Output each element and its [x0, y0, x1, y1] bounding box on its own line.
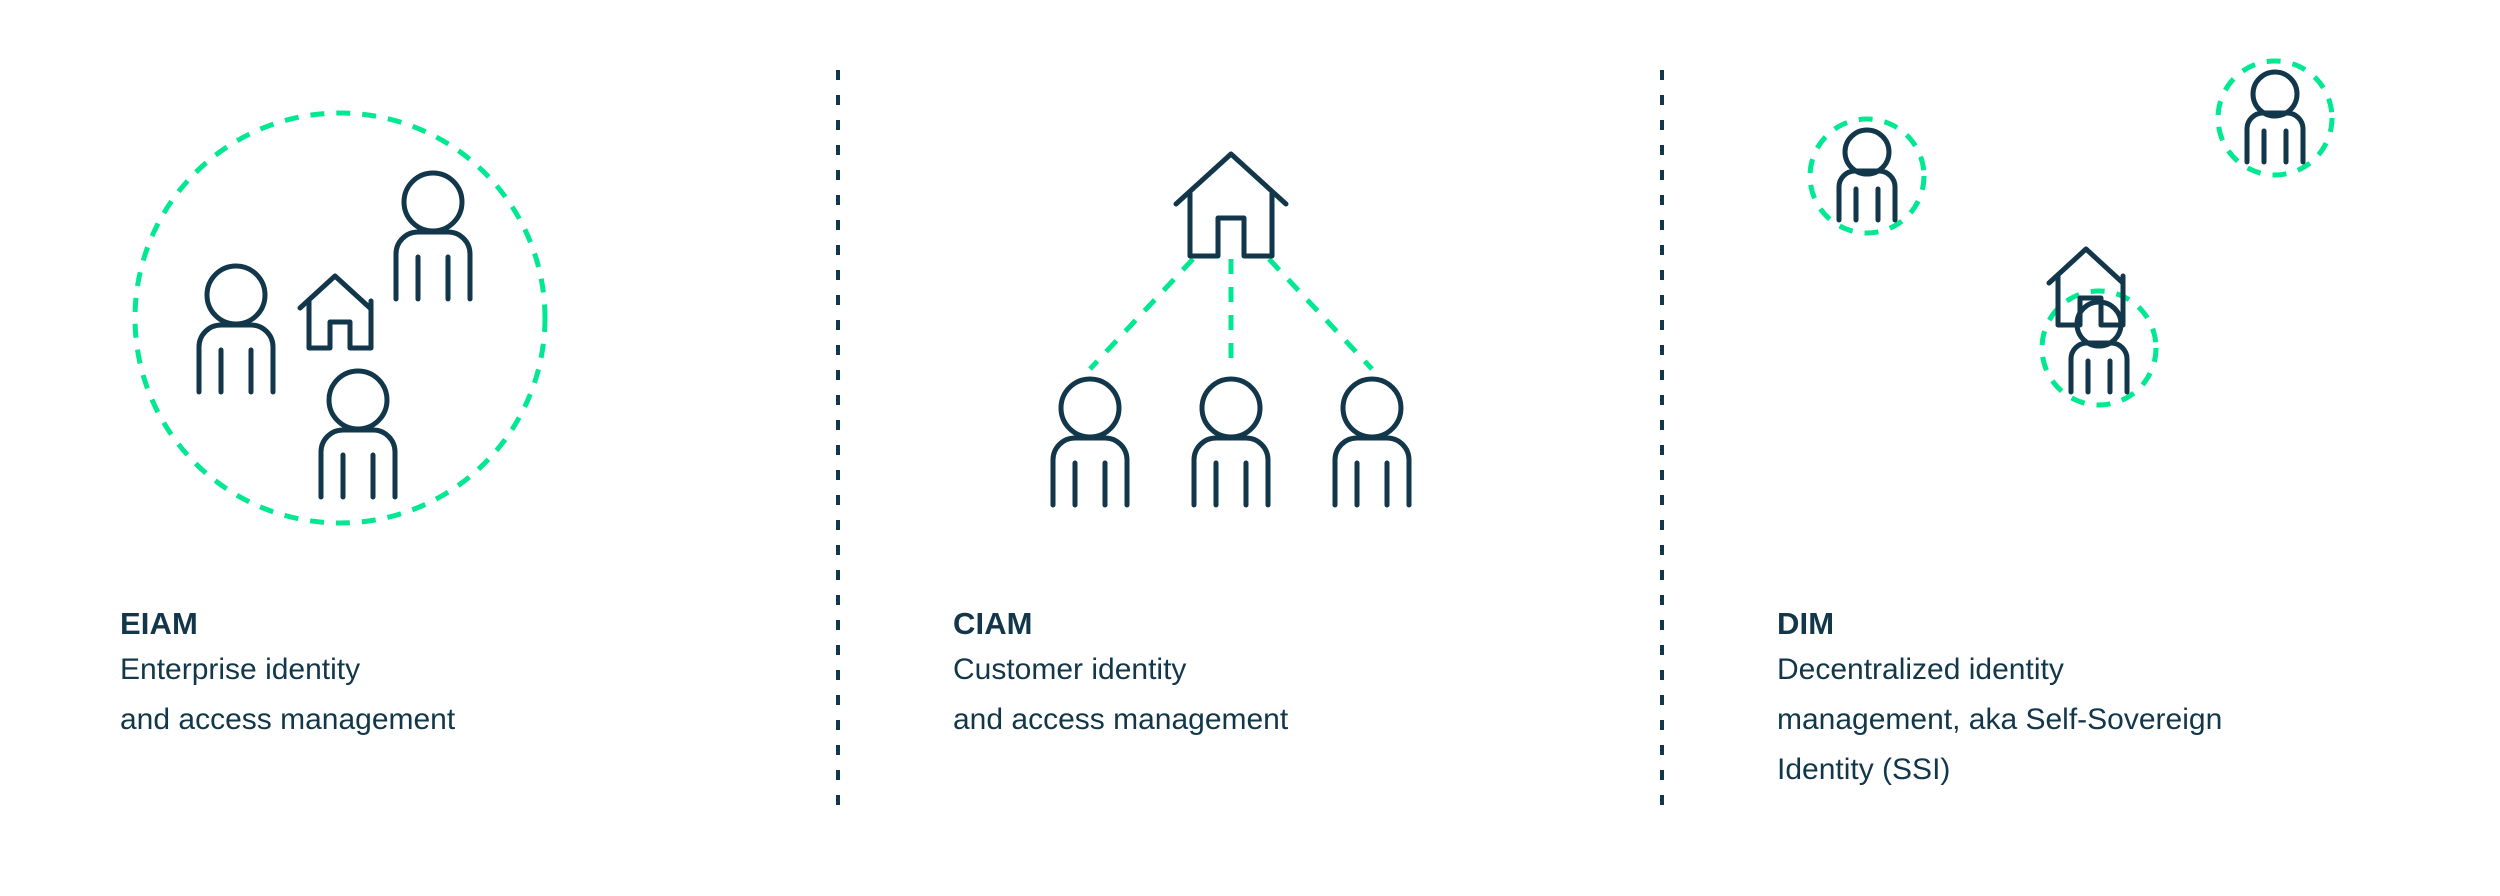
- caption-line: Identity (SSI): [1777, 753, 1951, 786]
- caption-line: Decentralized identity: [1777, 653, 2064, 686]
- dashed-connector-line: [1267, 257, 1374, 371]
- caption-line: Customer identity: [953, 653, 1187, 686]
- column-dim: DIM Decentralized identity management, a…: [1662, 0, 2500, 896]
- caption-description: Decentralized identity management, aka S…: [1777, 645, 2477, 795]
- caption-description: Enterprise identity and access managemen…: [120, 645, 760, 745]
- ciam-illustration: [1050, 151, 1412, 508]
- house-icon: [2046, 246, 2126, 328]
- person-icon: [2244, 69, 2306, 165]
- dashed-connector-line: [1088, 257, 1195, 371]
- person-icon: [393, 170, 473, 302]
- person-icon: [1332, 376, 1412, 508]
- person-icon: [196, 263, 276, 395]
- dashed-circle-icon: [2215, 58, 2335, 178]
- dashed-connector-group: [1088, 257, 1374, 371]
- person-icon: [318, 368, 398, 500]
- caption-title: CIAM: [953, 606, 1033, 641]
- caption-eiam: EIAM Enterprise identity and access mana…: [120, 603, 760, 745]
- dashed-circle-icon: [132, 110, 548, 526]
- caption-line: management, aka Self-Sovereign: [1777, 703, 2223, 736]
- caption-line: and access management: [120, 703, 456, 736]
- person-icon: [1836, 127, 1898, 223]
- caption-line: and access management: [953, 703, 1289, 736]
- caption-title: DIM: [1777, 606, 1835, 641]
- caption-title: EIAM: [120, 606, 198, 641]
- eiam-illustration: [132, 110, 548, 526]
- caption-dim: DIM Decentralized identity management, a…: [1777, 603, 2477, 795]
- caption-description: Customer identity and access management: [953, 645, 1593, 745]
- column-ciam: CIAM Customer identity and access manage…: [838, 0, 1662, 896]
- house-icon: [1173, 151, 1289, 259]
- dim-illustration: [1807, 58, 2335, 408]
- dashed-circle-icon: [1807, 116, 1927, 236]
- caption-line: Enterprise identity: [120, 653, 361, 686]
- person-icon: [1191, 376, 1271, 508]
- dashed-circle-icon: [2039, 288, 2159, 408]
- column-eiam: EIAM Enterprise identity and access mana…: [0, 0, 838, 896]
- caption-ciam: CIAM Customer identity and access manage…: [953, 603, 1593, 745]
- person-icon: [1050, 376, 1130, 508]
- house-icon: [297, 273, 374, 351]
